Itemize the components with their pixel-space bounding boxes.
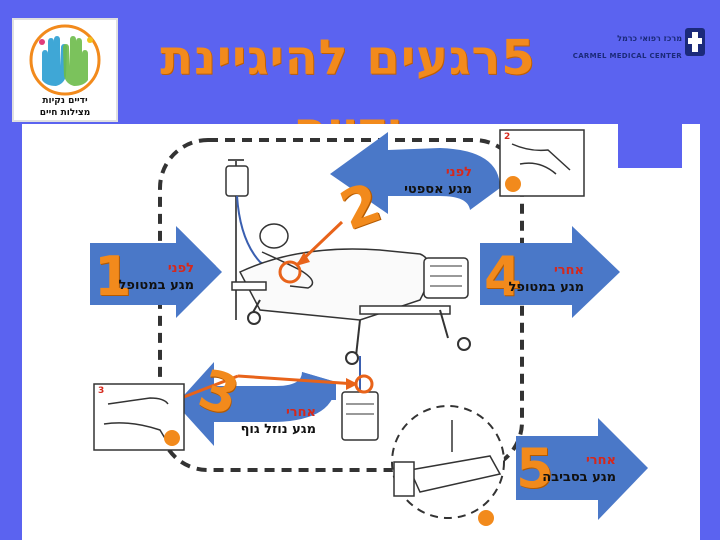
- arrow-moment-4-head: [572, 226, 620, 318]
- moment-5-bottom: מגע בסביבה: [542, 470, 616, 485]
- logo-caption-line2: מצילות חיים: [39, 108, 91, 118]
- moment-5-number: 5: [516, 437, 554, 500]
- moment-4-label: אחרי מגע במטופל: [508, 262, 584, 296]
- arrow-moment-3: [176, 362, 336, 446]
- moment-4-bottom: מגע במטופל: [508, 280, 584, 295]
- arrow-moment-1-body: [90, 243, 180, 305]
- hospital-name-english: CARMEL MEDICAL CENTER: [572, 52, 682, 60]
- moment-2-bottom: מגע אספטי: [404, 182, 472, 197]
- hospital-logo: מרכז רפואי כרמל CARMEL MEDICAL CENTER: [572, 22, 707, 68]
- environment-hand-icon: [478, 510, 494, 526]
- moment-1-top: לפני: [167, 261, 194, 276]
- moment-2-label: לפני מגע אספטי: [380, 164, 472, 198]
- inset-fluid-number: 3: [98, 386, 105, 396]
- inset-aseptic-number: 2: [504, 132, 511, 142]
- iv-bag-icon: [225, 165, 249, 197]
- hands-icon: [29, 24, 101, 96]
- moment-4-top: אחרי: [553, 263, 584, 278]
- moment-4-number: 4: [484, 245, 522, 308]
- inset-aseptic-hand-icon: [505, 176, 521, 192]
- moment-1-bottom: מגע במטופל: [118, 278, 194, 293]
- pointer-glove: [175, 374, 239, 402]
- arrow-moment-5-head: [598, 418, 648, 520]
- moment-3-label: אחרי מגע נוזל גוף: [222, 404, 316, 438]
- fluid-site-marker: [354, 374, 374, 394]
- arrow-moment-5-body: [516, 436, 602, 500]
- moment-1-label: לפני מגע במטופל: [118, 260, 194, 294]
- moment-5-label: אחרי מגע בסביבה: [542, 452, 616, 486]
- aseptic-site-marker: [278, 260, 302, 284]
- moment-3-bottom: מגע נוזל גוף: [240, 422, 316, 437]
- arrow-moment-2: [330, 132, 500, 214]
- hospital-bed-icon: [231, 223, 471, 365]
- moment-1-number: 1: [94, 245, 132, 308]
- clean-hands-logo: ידיים נקיות מצילות חיים: [12, 18, 118, 122]
- corner-block: [618, 124, 682, 168]
- inset-fluid-hand-icon: [164, 430, 180, 446]
- arrow-moment-1-head: [176, 226, 222, 318]
- hospital-emblem-icon: [685, 28, 705, 56]
- hospital-name-hebrew: מרכז רפואי כרמל: [617, 34, 682, 43]
- arrow-moment-4-body: [480, 243, 576, 305]
- logo-caption-line1: ידיים נקיות: [42, 96, 88, 106]
- urine-bag-icon: [341, 391, 379, 441]
- pointer-fluid: [237, 374, 357, 386]
- moment-5-top: אחרי: [585, 453, 616, 468]
- moment-3-top: אחרי: [285, 405, 316, 420]
- moment-2-top: לפני: [445, 165, 472, 180]
